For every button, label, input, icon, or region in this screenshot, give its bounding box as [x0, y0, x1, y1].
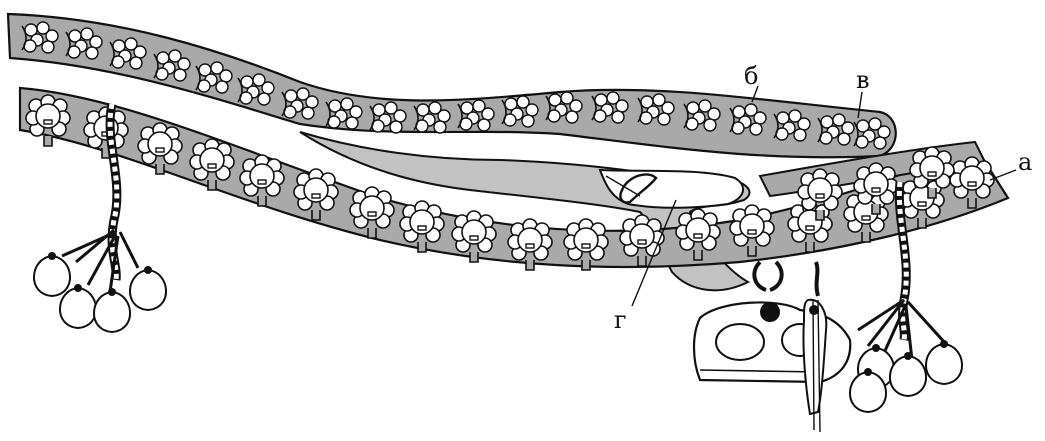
label-b: б	[744, 64, 758, 88]
label-v: в	[856, 68, 870, 92]
label-g: г	[614, 308, 627, 332]
label-a: а	[1018, 150, 1032, 174]
knife	[803, 262, 826, 432]
